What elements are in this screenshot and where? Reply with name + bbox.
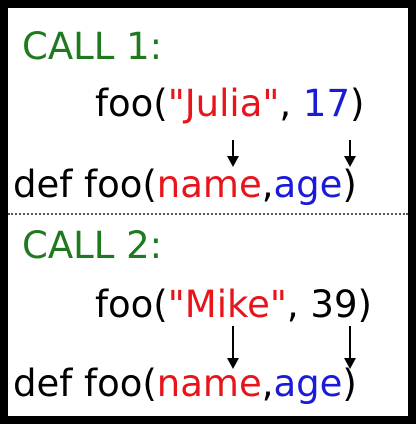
section-divider (8, 213, 408, 215)
call1-param-name: name (156, 163, 262, 206)
call2-arrow-age (344, 326, 356, 369)
call2-func-close: ) (357, 283, 372, 326)
call1-param-age: age (273, 163, 343, 206)
call2-arrow-name (227, 326, 239, 369)
call1-def-close: ) (342, 163, 357, 206)
call2-param-comma: , (261, 362, 274, 405)
call2-def-close: ) (342, 362, 357, 405)
call2-param-age: age (273, 362, 343, 405)
call1-label: CALL 1: (22, 25, 163, 68)
call1-def-open: def foo( (13, 163, 157, 206)
call1-arrow-name (227, 140, 239, 167)
call2-func-open: foo( (95, 283, 168, 326)
call2-label: CALL 2: (22, 224, 163, 267)
call2-arg-separator: , (286, 283, 311, 326)
call1-arg-name: "Julia" (167, 82, 280, 125)
call2-invocation: foo("Mike", 39) (95, 286, 372, 323)
call1-definition: def foo(name,age) (13, 166, 357, 203)
call1-func-close: ) (350, 82, 365, 125)
call1-param-comma: , (261, 163, 274, 206)
call2-arg-name: "Mike" (167, 283, 287, 326)
call1-arg-age: 17 (302, 82, 351, 125)
call1-arg-separator: , (279, 82, 303, 125)
call2-def-open: def foo( (13, 362, 157, 405)
call1-func-open: foo( (95, 82, 168, 125)
call2-definition: def foo(name,age) (13, 365, 357, 402)
call1-invocation: foo("Julia", 17) (95, 85, 364, 122)
call2-param-name: name (156, 362, 262, 405)
call2-arg-age: 39 (310, 283, 358, 326)
call1-arrow-age (344, 140, 356, 167)
